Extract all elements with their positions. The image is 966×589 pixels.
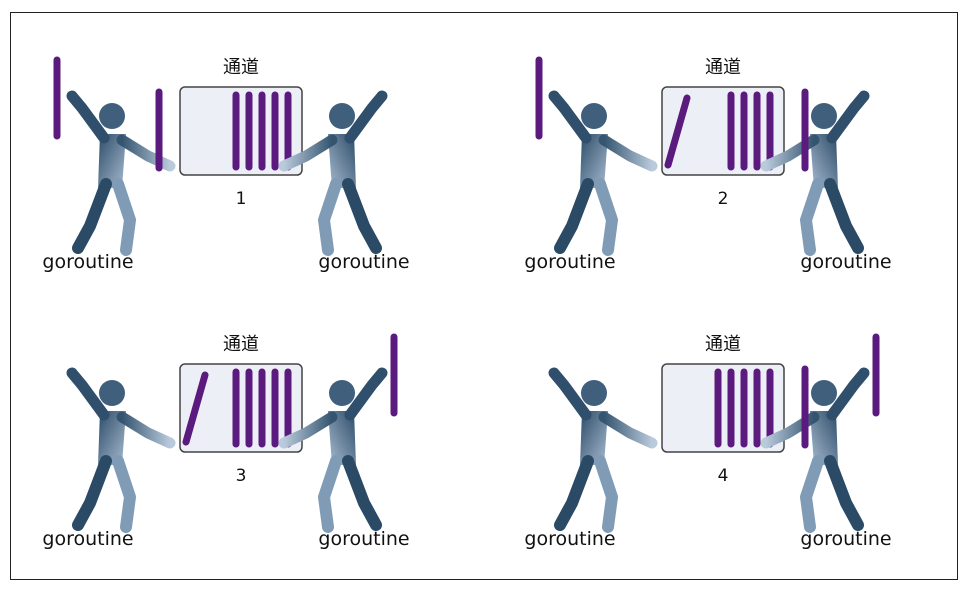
figure-head xyxy=(99,380,125,406)
goroutine-label-left: goroutine xyxy=(524,251,615,273)
goroutine-figure xyxy=(278,90,388,256)
figure-left-leg xyxy=(342,178,382,254)
figure-torso xyxy=(98,134,126,188)
figure-torso xyxy=(98,411,126,465)
figure-head xyxy=(329,380,355,406)
figure-right-leg xyxy=(112,178,136,256)
figure-back-arm xyxy=(66,90,110,144)
goroutine-label-left: goroutine xyxy=(524,528,615,550)
channel-moving-bar xyxy=(182,371,209,446)
figure-front-arm xyxy=(598,134,658,172)
figure-head xyxy=(329,103,355,129)
panel-number: 2 xyxy=(718,189,729,209)
panel-1: 通道 goroutine goroutine 1 xyxy=(42,56,410,273)
goroutine-figure xyxy=(278,367,388,533)
figure-left-leg xyxy=(342,455,382,531)
channel-title: 通道 xyxy=(705,334,741,355)
goroutine-figure xyxy=(760,367,870,533)
figure-right-leg xyxy=(800,178,824,256)
figure-head xyxy=(99,103,125,129)
figure-front-arm xyxy=(116,134,176,172)
figure-torso xyxy=(328,134,356,188)
panel-number: 4 xyxy=(718,466,729,486)
figure-front-arm xyxy=(598,411,658,449)
goroutine-label-left: goroutine xyxy=(42,528,133,550)
goroutine-label-right: goroutine xyxy=(318,251,409,273)
panel-number: 3 xyxy=(236,466,247,486)
panel-2: 通道 goroutine goroutine 2 xyxy=(524,56,892,273)
figure-torso xyxy=(810,411,838,465)
figure-left-leg xyxy=(824,178,864,254)
diagram-frame xyxy=(10,12,958,580)
figure-back-arm xyxy=(826,90,870,144)
figure-back-arm xyxy=(548,90,592,144)
figure-front-arm xyxy=(278,134,338,172)
panel-number: 1 xyxy=(236,189,247,209)
channel-title: 通道 xyxy=(223,57,259,78)
goroutine-figure xyxy=(760,90,870,256)
figure-right-leg xyxy=(800,455,824,533)
figure-head xyxy=(581,103,607,129)
panel-3: 通道 goroutine goroutine 3 xyxy=(42,333,410,550)
figure-left-leg xyxy=(72,455,112,531)
figure-left-leg xyxy=(72,178,112,254)
figure-right-leg xyxy=(594,178,618,256)
figure-head xyxy=(581,380,607,406)
goroutine-label-right: goroutine xyxy=(318,528,409,550)
figure-torso xyxy=(580,134,608,188)
figure-right-leg xyxy=(318,455,342,533)
goroutine-figure xyxy=(66,367,176,533)
goroutine-label-left: goroutine xyxy=(42,251,133,273)
figure-left-leg xyxy=(554,178,594,254)
figure-back-arm xyxy=(344,90,388,144)
figure-back-arm xyxy=(826,367,870,421)
goroutine-label-right: goroutine xyxy=(800,528,891,550)
figure-right-leg xyxy=(594,455,618,533)
figure-torso xyxy=(580,411,608,465)
figure-head xyxy=(811,380,837,406)
figure-back-arm xyxy=(66,367,110,421)
figure-front-arm xyxy=(278,411,338,449)
panel-4: 通道 goroutine goroutine 4 xyxy=(524,333,892,550)
channel-title: 通道 xyxy=(705,57,741,78)
figure-left-leg xyxy=(554,455,594,531)
goroutine-figure xyxy=(548,90,658,256)
figure-front-arm xyxy=(116,411,176,449)
figure-left-leg xyxy=(824,455,864,531)
figure-right-leg xyxy=(318,178,342,256)
figure-right-leg xyxy=(112,455,136,533)
figure-torso xyxy=(810,134,838,188)
goroutine-label-right: goroutine xyxy=(800,251,891,273)
channel-title: 通道 xyxy=(223,334,259,355)
goroutine-figure xyxy=(548,367,658,533)
figure-back-arm xyxy=(344,367,388,421)
figure-head xyxy=(811,103,837,129)
channel-moving-bar xyxy=(664,94,691,169)
goroutine-figure xyxy=(66,90,176,256)
figure-back-arm xyxy=(548,367,592,421)
figure-torso xyxy=(328,411,356,465)
